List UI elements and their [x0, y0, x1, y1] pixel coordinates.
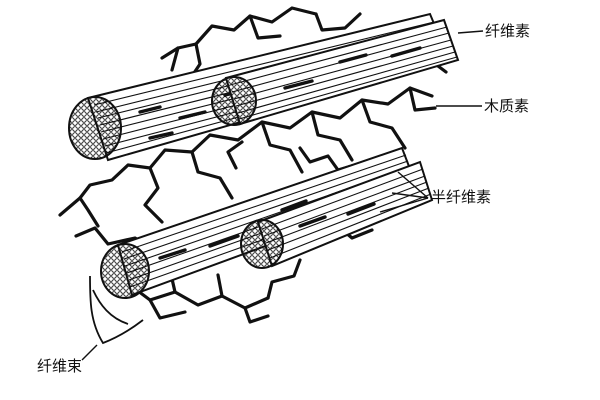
lignin-label: 木质素 — [484, 97, 530, 115]
cellulose-rod — [240, 160, 434, 269]
fiber-bundle-label: 纤维束 — [37, 357, 83, 375]
fiber-bundle-leader — [81, 344, 98, 361]
hemicellulose-leader — [391, 192, 429, 199]
cellulose-rod — [211, 18, 460, 126]
hemicellulose-label: 半纤维素 — [431, 188, 492, 206]
leader-lines — [81, 30, 484, 361]
hemicellulose-leader — [397, 171, 429, 199]
fiber-bundle-bracket — [89, 275, 144, 345]
cellulose-label: 纤维素 — [485, 22, 531, 40]
hemicellulose-leader — [379, 197, 429, 213]
cellulose-leader — [457, 30, 484, 34]
